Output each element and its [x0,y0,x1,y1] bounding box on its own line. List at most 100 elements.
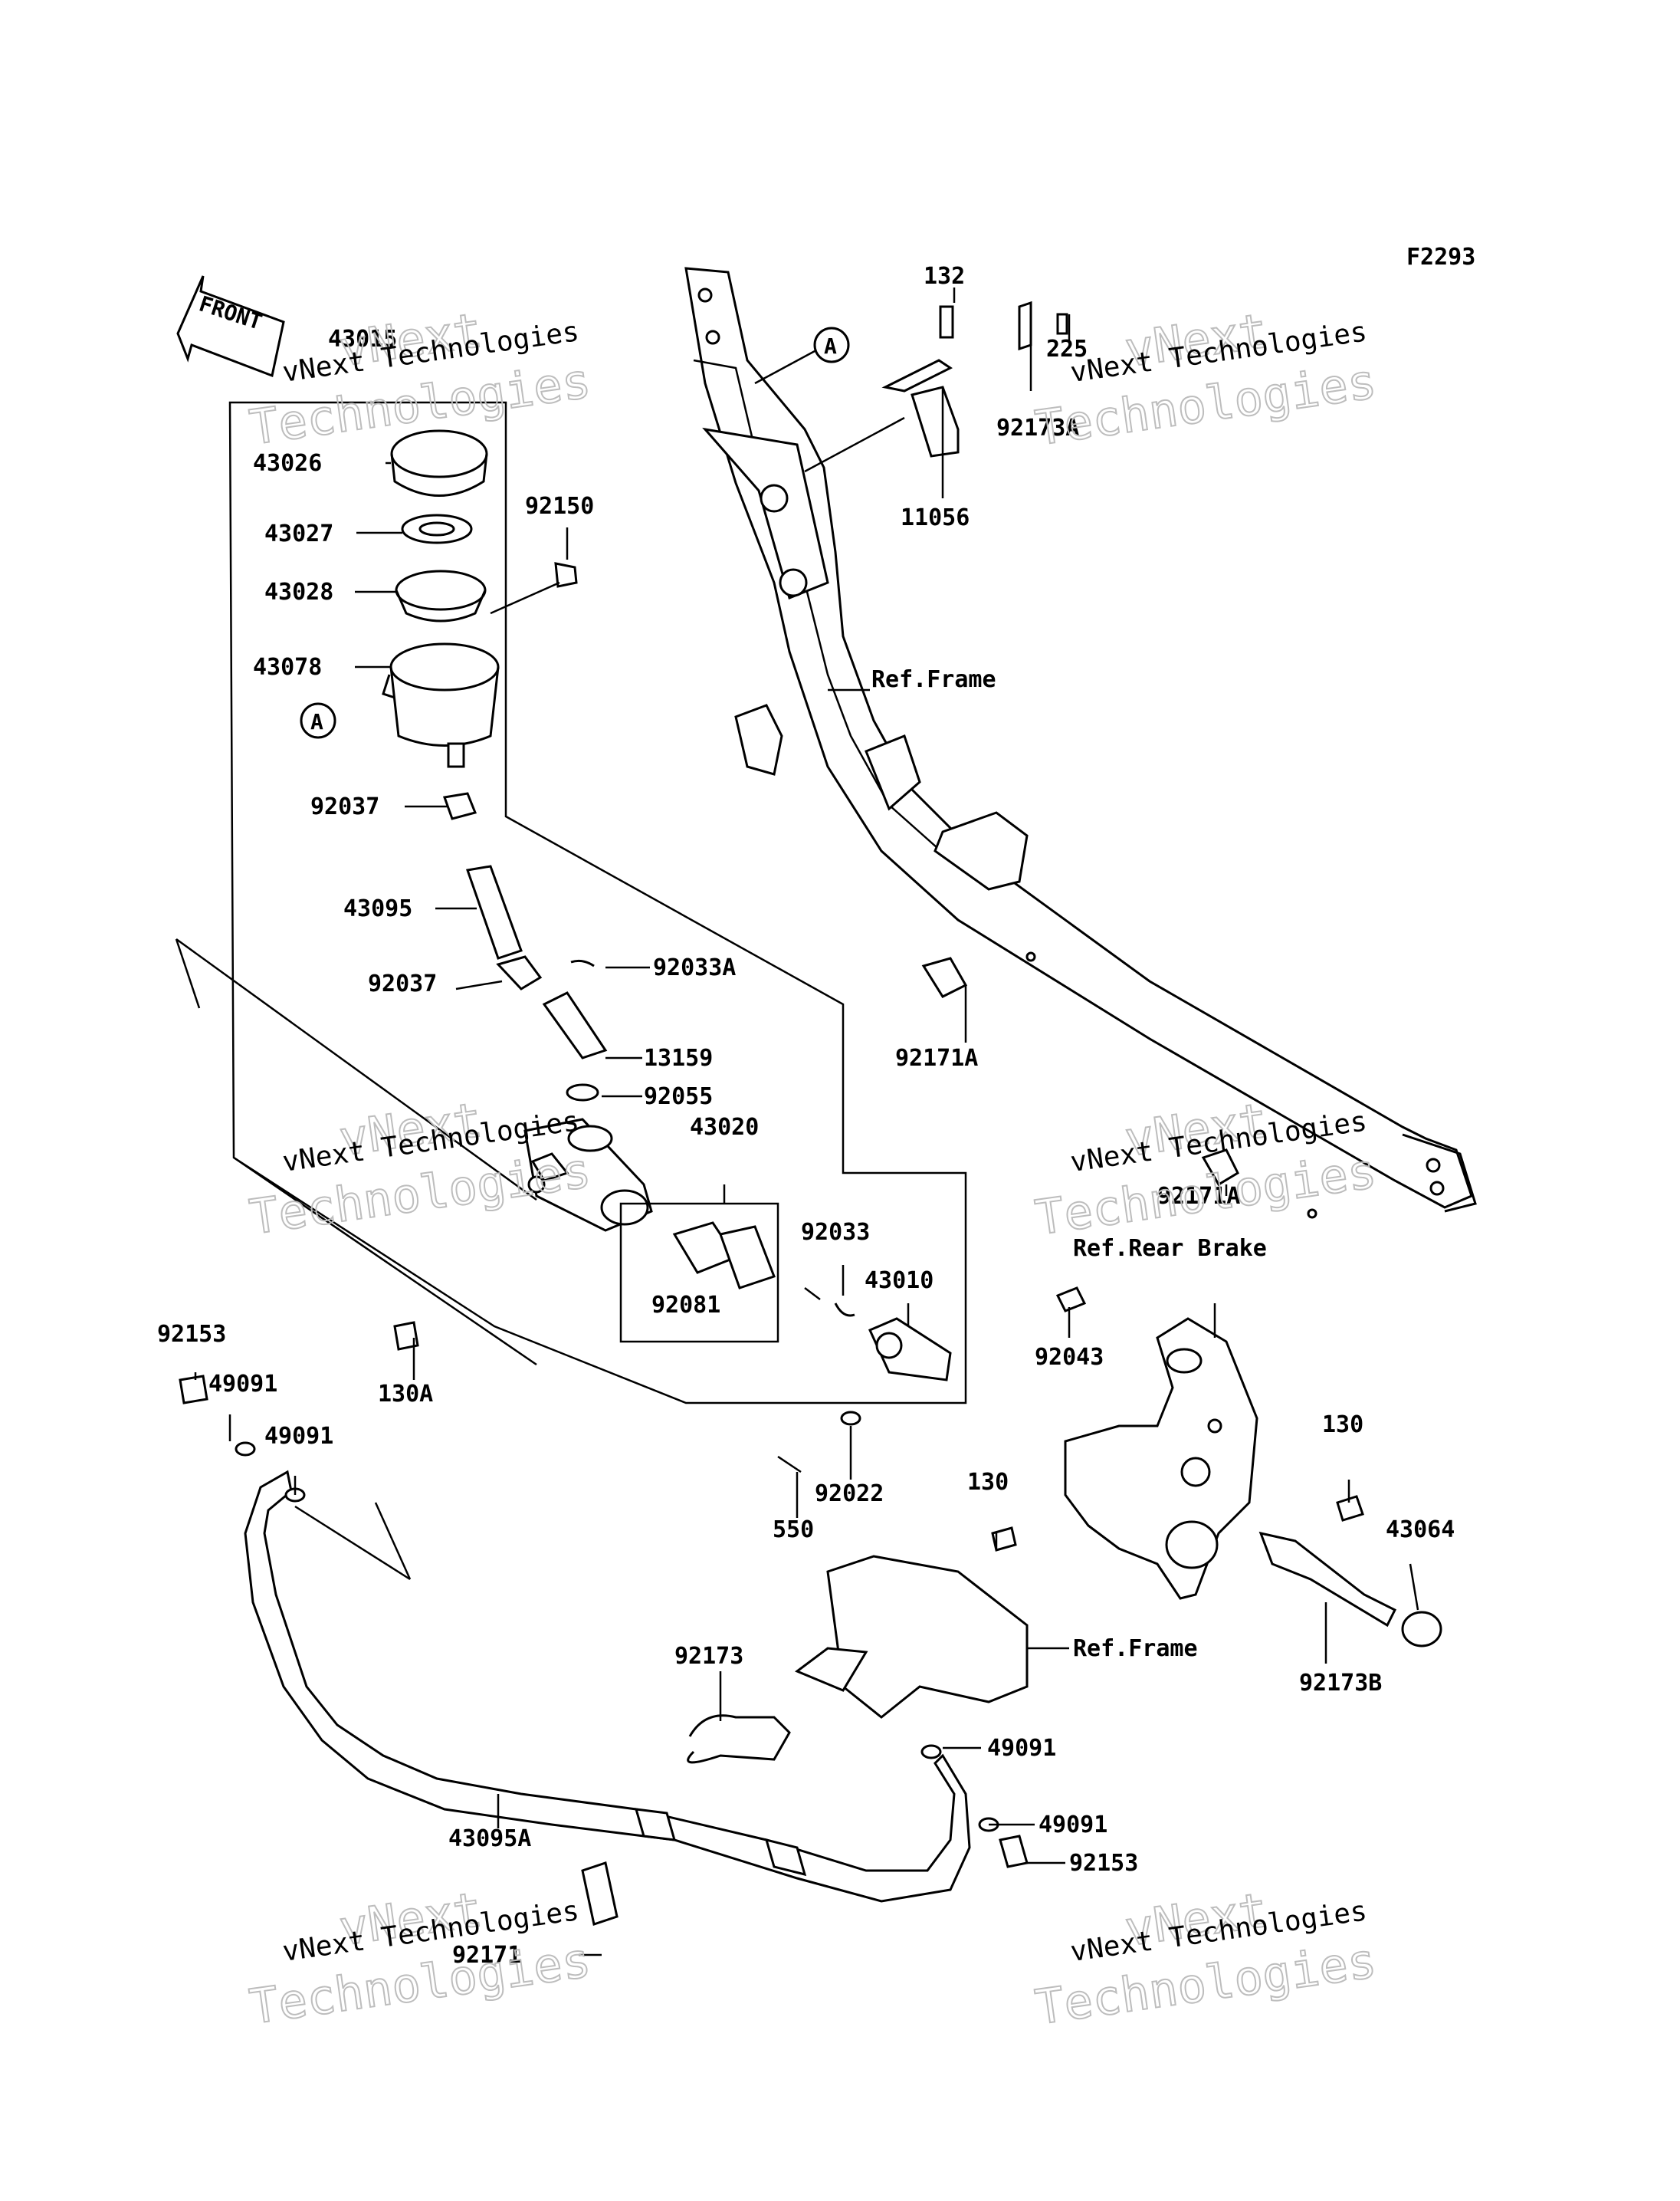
clamp-92171 [581,1861,619,1926]
reservoir-cap-43026 [390,429,488,497]
leader-frame-c [233,1156,537,1366]
bolt-130a [393,1321,419,1351]
callout-a-2-label: A [824,333,837,359]
label-92153-b: 92153 [1069,1850,1138,1877]
bolt-130-pedal [1336,1495,1364,1522]
watermark-6: Technologies vNext vNext Technologies [1031,1881,1380,2037]
hose-section-mark-2 [294,1505,411,1581]
callout-a-1-label: A [310,709,323,734]
lower-frame-bracket [687,1555,1029,1764]
washer-92022 [840,1411,861,1426]
hose-section-mark-1 [374,1502,412,1580]
label-49091-b: 49091 [264,1423,333,1450]
clamp-92037-1 [442,792,477,820]
assembly-outline-43020 [619,1202,779,1343]
label-92173a: 92173A [996,415,1079,442]
label-ref-rear-brake: Ref.Rear Brake [1073,1235,1267,1262]
elbow-13159 [542,991,608,1059]
label-92055: 92055 [644,1083,713,1110]
label-49091-a: 49091 [208,1371,277,1398]
label-43028: 43028 [264,579,333,606]
assembly-outline-43015 [228,401,967,1404]
label-92037-a: 92037 [310,793,379,820]
frame-hole-1 [1025,951,1036,962]
label-13159: 13159 [644,1045,713,1072]
label-43064: 43064 [1386,1516,1455,1543]
label-130-c: 130 [1322,1411,1363,1438]
label-43027: 43027 [264,521,333,547]
gasket-49091-1 [235,1441,256,1457]
label-92043: 92043 [1035,1344,1104,1371]
label-ref-frame-b: Ref.Frame [1073,1635,1198,1662]
label-43020: 43020 [690,1114,759,1141]
label-92033: 92033 [801,1219,870,1246]
diaphragm-43028 [395,570,487,623]
label-ref-frame-a: Ref.Frame [871,666,996,693]
label-225: 225 [1046,336,1088,363]
label-92173b: 92173B [1299,1670,1382,1697]
label-49091-d: 49091 [1039,1812,1107,1838]
leader-frame-b [175,938,201,1009]
frame-hole-2 [1307,1208,1317,1219]
clamp-92037-2 [496,955,543,990]
callout-a-1: A [300,702,336,739]
label-92037-b: 92037 [368,971,437,997]
rear-brake-pedal [1064,1317,1258,1600]
hose-43095 [465,865,523,960]
figure-code: F2293 [1406,244,1475,271]
label-43078: 43078 [253,654,322,681]
spring-92173b [1258,1531,1397,1628]
bracket-11056 [881,301,1068,458]
label-92171a-b: 92171A [1157,1183,1240,1210]
label-92033a: 92033A [653,954,736,981]
label-43010: 43010 [865,1267,934,1294]
banjo-bolt-92153-2 [999,1835,1029,1868]
reservoir-43078 [382,642,500,768]
label-43026: 43026 [253,450,322,477]
label-92171: 92171 [452,1942,521,1969]
bolt-130-frame [991,1526,1017,1552]
label-92171a-a: 92171A [895,1045,978,1072]
frame-drawing [684,267,1477,1213]
label-92153-a: 92153 [157,1321,226,1348]
label-43095a: 43095A [448,1825,531,1852]
label-130a: 130A [378,1381,433,1408]
label-49091-c: 49091 [987,1735,1056,1762]
pin-92043 [1055,1286,1087,1312]
watermark-5: Technologies vNext vNext Technologies [245,1881,595,2036]
bolt-92150 [490,562,578,615]
cotter-pin-550 [777,1455,802,1473]
watermark-1: Technologies vNext vNext Technologies [245,301,595,457]
label-92173: 92173 [674,1643,743,1670]
watermark-3: Technologies vNext vNext Technologies [245,1091,595,1247]
label-11056: 11056 [901,504,970,531]
brake-hose-43095a [244,1470,971,1903]
clamp-92171a-1 [921,957,968,998]
callout-a-2-leader [754,350,815,385]
leader-frame-a [176,938,537,1201]
banjo-bolt-92153-1 [179,1375,208,1404]
gasket-49091-3 [920,1744,942,1759]
stopper-43064 [1401,1611,1442,1647]
circlip-92033 [834,1303,855,1317]
label-132: 132 [924,263,965,290]
watermark-2: Technologies vNext vNext Technologies [1031,302,1380,458]
piston-assembly-43020 [672,1221,821,1300]
o-ring-92055 [566,1083,599,1102]
front-arrow: FRONT [176,275,285,378]
label-43095: 43095 [343,895,412,922]
label-92150: 92150 [525,493,594,520]
label-550: 550 [773,1516,814,1543]
label-130-b: 130 [967,1469,1009,1496]
label-92081: 92081 [651,1292,720,1319]
callout-a-2: A [813,327,850,363]
clamp-92171a-2 [1201,1148,1239,1187]
push-rod-43010 [868,1317,952,1381]
leader-lines [194,287,1419,1956]
label-43015: 43015 [328,326,397,353]
circlip-92033a [570,959,595,967]
label-92022: 92022 [815,1480,884,1507]
bracket-mount-leader [804,416,905,473]
diaphragm-plate-hole [418,521,455,537]
